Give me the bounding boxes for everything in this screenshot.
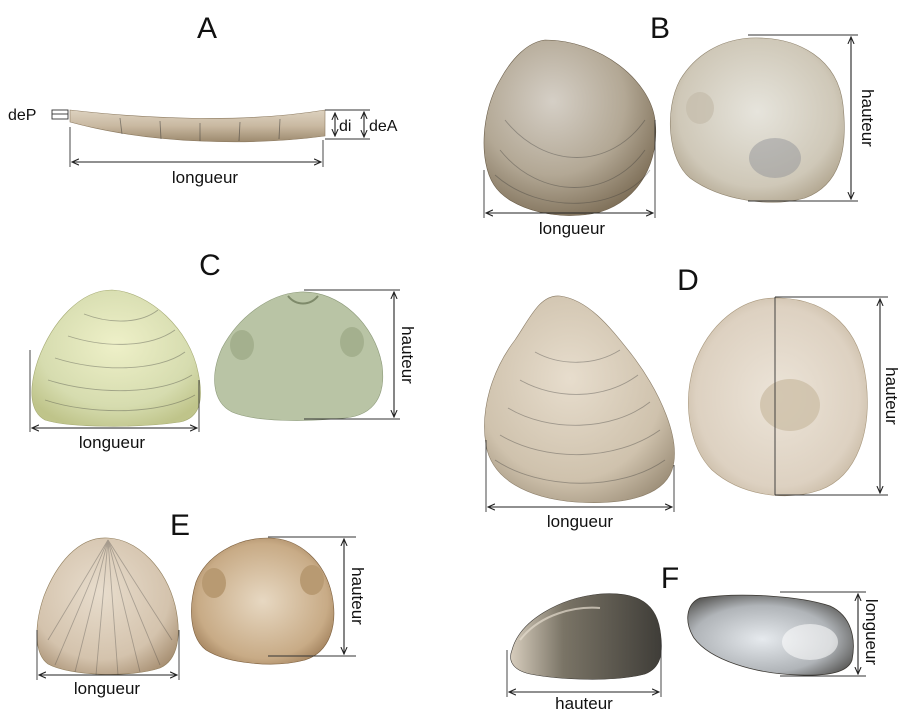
height-label-b: hauteur: [858, 89, 877, 147]
oyster-d-muscle-scar: [760, 379, 820, 431]
di-label: di: [339, 118, 351, 135]
length-label-f: longueur: [862, 599, 881, 666]
panel-letter-d: D: [677, 264, 699, 297]
razor-shell-image: [70, 110, 325, 142]
panel-e: E hauteur longueur: [37, 509, 367, 698]
panel-d: D hauteur longueur: [484, 264, 898, 531]
cockle-e-muscle-scar: [202, 568, 226, 598]
panel-f: F longueur hauteur: [507, 562, 881, 713]
clam-b-muscle-scar: [686, 92, 714, 124]
height-label-d: hauteur: [882, 367, 898, 425]
length-label-c: longueur: [79, 433, 146, 452]
panel-letter-a: A: [197, 12, 217, 45]
panel-letter-b: B: [650, 12, 670, 45]
cockle-e-muscle-scar-2: [300, 565, 324, 595]
height-label-c: hauteur: [398, 326, 417, 384]
clam-b-exterior: [484, 40, 656, 216]
clam-c-muscle-scar: [230, 330, 254, 360]
panel-c: C hauteur longueur: [30, 249, 417, 452]
mussel-f-interior-highlight: [782, 624, 838, 660]
cockle-e-interior: [191, 538, 333, 664]
panel-letter-f: F: [661, 562, 679, 595]
cockle-e-exterior: [37, 538, 178, 675]
mussel-f-exterior: [511, 594, 662, 680]
dep-label: deP: [8, 107, 36, 124]
clam-b-muscle-scar-2: [749, 138, 801, 178]
height-label-e: hauteur: [348, 567, 367, 625]
panel-b: B hauteur longueur: [484, 12, 877, 238]
clam-c-muscle-scar-2: [340, 327, 364, 357]
length-label-e: longueur: [74, 679, 141, 698]
height-label-f: hauteur: [555, 694, 613, 713]
panel-letter-c: C: [199, 249, 221, 282]
length-label-d: longueur: [547, 512, 614, 531]
panel-a: A deP di deA longueur: [8, 12, 398, 187]
dea-label: deA: [369, 118, 398, 135]
length-label-a: longueur: [172, 168, 239, 187]
length-label-b: longueur: [539, 219, 606, 238]
oyster-d-exterior: [484, 296, 674, 503]
dep-bracket: [52, 110, 68, 119]
panel-letter-e: E: [170, 509, 190, 542]
